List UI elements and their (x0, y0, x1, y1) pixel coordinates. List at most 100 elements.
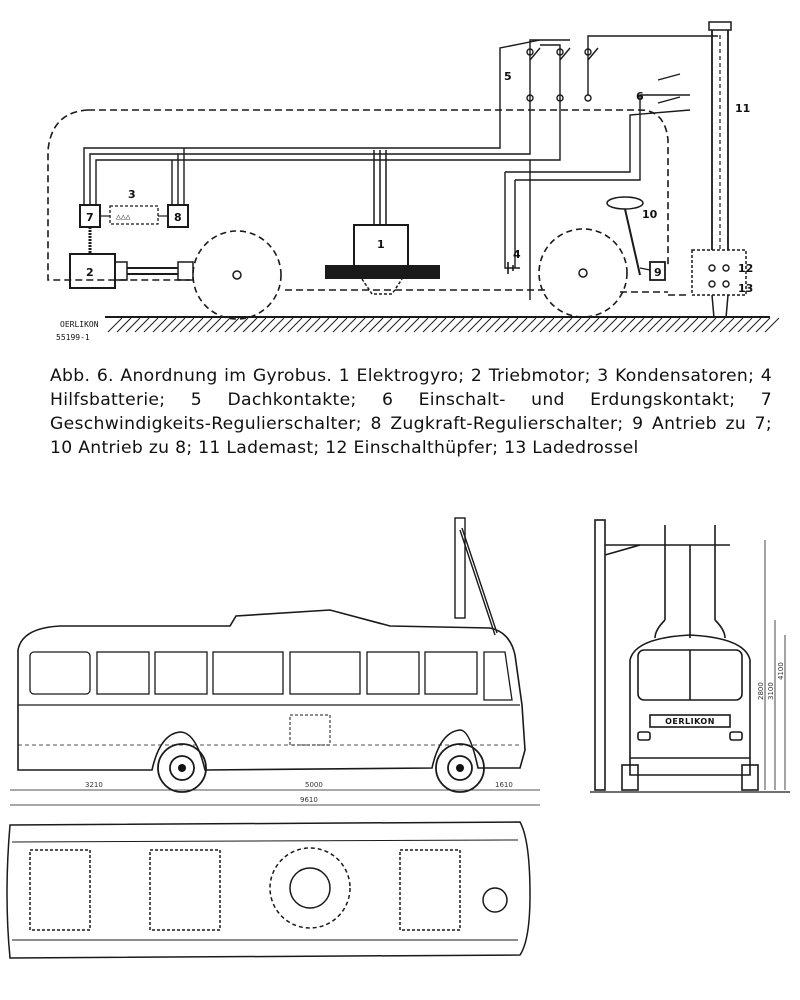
hatch-line (467, 317, 483, 333)
hatch-line (656, 317, 672, 333)
hatch-line (269, 317, 285, 333)
hatch-line (413, 317, 429, 333)
hatch-line (521, 317, 537, 333)
ground-hatch (105, 316, 780, 333)
callout-11: 11 (735, 102, 750, 115)
elektrogyro (325, 150, 440, 295)
svg-text:△△△: △△△ (116, 212, 131, 221)
hatch-line (431, 317, 447, 333)
capacitor-box: △△△ (109, 205, 159, 225)
hatch-line (755, 317, 771, 333)
hatch-line (341, 317, 357, 333)
callout-4: 4 (513, 248, 521, 261)
roof-mast (454, 517, 498, 636)
callout-13: 13 (738, 282, 753, 295)
callout-2: 2 (86, 266, 94, 279)
hatch-line (557, 317, 573, 333)
hatch-line (224, 317, 240, 333)
hatch-line (701, 317, 717, 333)
hatch-line (476, 317, 492, 333)
hatch-line (611, 317, 627, 333)
hatch-line (251, 317, 267, 333)
front-brand-plate: OERLIKON (665, 717, 715, 726)
hatch-line (485, 317, 501, 333)
bus-outline (47, 109, 690, 296)
svg-text:4100: 4100 (777, 662, 785, 680)
stamp-oerlikon: OERLIKON (60, 320, 99, 329)
hatch-line (386, 317, 402, 333)
traction-motor (69, 253, 194, 289)
hatch-line (125, 317, 141, 333)
hatch-line (377, 317, 393, 333)
hatch-line (539, 317, 555, 333)
hatch-line (512, 317, 528, 333)
side-dimensions: 3210 5000 1610 9610 (10, 781, 540, 806)
hatch-line (458, 317, 474, 333)
hatch-line (296, 317, 312, 333)
hatch-line (107, 317, 123, 333)
side-wheels (157, 743, 485, 793)
front-dimensions: 2800 3100 4100 (757, 540, 786, 790)
front-wheel (538, 228, 628, 318)
hatch-line (179, 317, 195, 333)
hatch-line (737, 317, 753, 333)
hatch-line (233, 317, 249, 333)
hatch-line (683, 317, 699, 333)
hatch-line (404, 317, 420, 333)
hatch-line (395, 317, 411, 333)
hatch-line (359, 317, 375, 333)
hatch-line (152, 317, 168, 333)
figure-caption: Abb. 6. Anordnung im Gyrobus. 1 Elektrog… (50, 366, 772, 458)
gyrobus-schematic: △△△ (47, 21, 780, 342)
hatch-line (710, 317, 726, 333)
steering-linkage (606, 196, 666, 281)
charging-mast (691, 21, 747, 319)
plan-view (6, 821, 531, 959)
hatch-line (620, 317, 636, 333)
hatch-line (143, 317, 159, 333)
auxiliary-battery (507, 262, 514, 274)
hatch-line (494, 317, 510, 333)
hatch-line (197, 317, 213, 333)
hatch-line (764, 317, 780, 333)
hatch-line (566, 317, 582, 333)
callout-1: 1 (377, 238, 385, 251)
hatch-line (728, 317, 744, 333)
svg-text:5000: 5000 (305, 781, 323, 789)
bus-body-front (621, 634, 759, 791)
hatch-line (134, 317, 150, 333)
hatch-line (584, 317, 600, 333)
hatch-line (323, 317, 339, 333)
hatch-line (206, 317, 222, 333)
callout-3: 3 (128, 188, 136, 201)
hatch-line (287, 317, 303, 333)
hatch-line (422, 317, 438, 333)
hatch-line (575, 317, 591, 333)
hatch-line (746, 317, 762, 333)
front-view-drawing: OERLIKON 2800 3100 4100 (590, 519, 790, 793)
hatch-line (368, 317, 384, 333)
callout-9: 9 (654, 266, 662, 279)
hatch-line (530, 317, 546, 333)
side-view-drawing: 3210 5000 1610 9610 (6, 517, 540, 959)
hatch-line (242, 317, 258, 333)
callout-5: 5 (504, 70, 512, 83)
hatch-line (548, 317, 564, 333)
svg-text:3100: 3100 (767, 682, 775, 700)
hatch-line (188, 317, 204, 333)
hatch-line (449, 317, 465, 333)
hatch-line (665, 317, 681, 333)
hatch-line (314, 317, 330, 333)
hatch-line (638, 317, 654, 333)
stamp-number: 55199-1 (56, 333, 90, 342)
hatch-line (215, 317, 231, 333)
hatch-line (629, 317, 645, 333)
hatch-line (719, 317, 735, 333)
hatch-line (440, 317, 456, 333)
svg-text:3210: 3210 (85, 781, 103, 789)
svg-text:9610: 9610 (300, 796, 318, 804)
hatch-line (692, 317, 708, 333)
hatch-line (170, 317, 186, 333)
hatch-line (602, 317, 618, 333)
wiring (83, 35, 718, 300)
